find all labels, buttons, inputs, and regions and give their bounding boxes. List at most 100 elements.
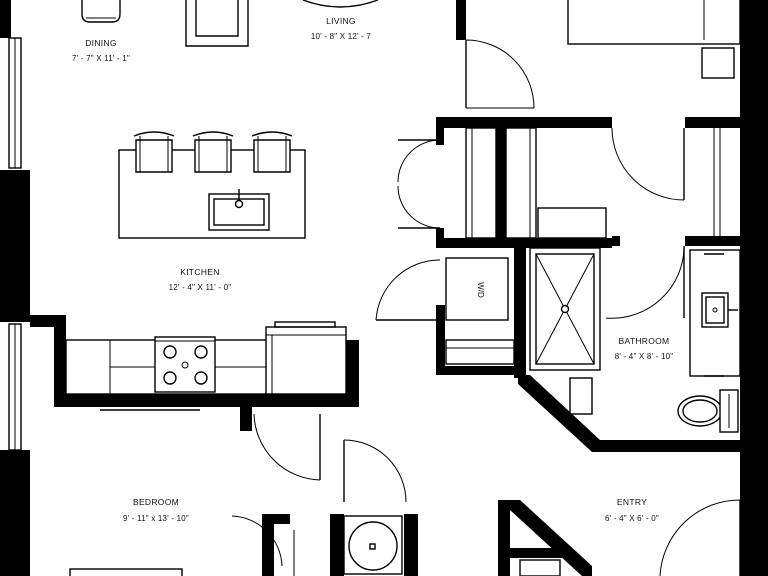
hall-left-post: [436, 117, 444, 145]
water-heater: [343, 515, 403, 575]
dining-label: DINING: [85, 38, 117, 48]
burner-1: [163, 345, 177, 359]
bathroom-label: BATHROOM: [619, 336, 670, 346]
entry-closet-wall: [510, 548, 570, 558]
bedroom-dresser: [69, 568, 183, 576]
washer-dryer: W/D: [445, 257, 515, 365]
kitchen-dims: 12' - 4" X 11' - 0": [169, 283, 232, 292]
left-exterior-wall-mid: [0, 170, 30, 322]
door-swing-upper-bedroom: [465, 39, 535, 109]
bar-stool-2: [192, 131, 234, 173]
kitchen-back-wall-left: [54, 315, 66, 407]
entry-label: ENTRY: [617, 497, 647, 507]
laundry-shelf: [445, 339, 515, 365]
lower-area: [69, 500, 592, 576]
closet-divider: [496, 128, 506, 240]
stool-2-seat: [194, 139, 232, 173]
bedroom-closet-wall-top: [262, 514, 290, 524]
closets: [465, 127, 721, 239]
stool-3-back: [251, 131, 293, 137]
vanity-drain: [712, 307, 718, 313]
wd-right-wall: [514, 248, 526, 378]
washer-dryer-label: W/D: [476, 282, 485, 298]
bath-shelf: [569, 377, 593, 415]
bedroom-label: BEDROOM: [133, 497, 179, 507]
door-swing-closet-1: [397, 139, 441, 183]
door-swing-bedroom: [253, 413, 321, 481]
stove-body: [154, 336, 216, 393]
hall-top-wall: [440, 117, 612, 128]
vanity-counter: [689, 249, 741, 377]
laundry-bottom-wall: [436, 366, 526, 375]
bathroom-fixtures: [529, 247, 741, 433]
water-heater-valve: [369, 543, 376, 550]
entry-diagonal-wall: [510, 500, 592, 576]
burner-3: [163, 371, 177, 385]
living-label: LIVING: [326, 16, 356, 26]
dining-dims: 7' - 7" X 11' - 1": [72, 54, 130, 63]
bedroom-closet-wall-left: [262, 514, 274, 576]
left-exterior-wall-bottom: [0, 450, 30, 576]
fridge-handle: [274, 321, 336, 328]
bedroom-dims: 9' - 11" x 13' - 10": [123, 514, 189, 523]
bathroom-shower-top: [612, 236, 620, 246]
water-heater-box: [343, 515, 403, 575]
entry-dims: 6' - 4" X 6' - 0": [605, 514, 659, 523]
kitchen-left-wall: [30, 315, 54, 327]
living-dims: 10' - 8" X 12' - 7: [311, 32, 372, 41]
room-labels: DINING 7' - 7" X 11' - 1" LIVING 10' - 8…: [72, 16, 673, 523]
shower: [529, 247, 601, 371]
doors: [231, 39, 741, 576]
bedroom-divider-stub: [240, 407, 252, 431]
living-right-wall: [456, 0, 466, 40]
stove: [154, 336, 216, 393]
shower-inner: [535, 253, 595, 365]
water-heater-tank: [348, 521, 398, 571]
closet-shelf-left: [465, 127, 497, 239]
hall-left-post-2: [436, 228, 444, 242]
stool-3-seat: [253, 139, 291, 173]
bathroom-top-wall: [685, 236, 745, 246]
stool-1-back: [133, 131, 175, 137]
door-swing-bedroom-closet: [343, 439, 407, 503]
burner-center: [181, 361, 189, 369]
kitchen-label: KITCHEN: [180, 267, 219, 277]
left-exterior-wall-top: [0, 0, 11, 38]
washer-dryer-box: [445, 257, 509, 321]
bathroom-diagonal-wall: [518, 375, 745, 452]
shower-drain: [560, 304, 570, 314]
closet-shelf-right: [505, 127, 537, 239]
armchair-seat: [195, 0, 239, 37]
laundry-left-wall: [436, 305, 445, 375]
living-furniture: [185, 0, 379, 47]
dining-furniture: [81, 0, 121, 23]
door-swing-upper-closet: [611, 127, 685, 201]
bar-stool-3: [251, 131, 293, 173]
stool-1-seat: [135, 139, 173, 173]
armchair: [185, 0, 249, 47]
bathroom-dims: 8' - 4" X 8' - 10": [615, 352, 674, 361]
bedroom-closet-wall-mid: [330, 514, 344, 576]
dining-chair: [81, 0, 121, 23]
sink-basin: [213, 198, 265, 226]
bedroom-closet-wall-right: [404, 514, 418, 576]
windows: [8, 37, 22, 451]
closet-bottom-wall: [436, 238, 612, 248]
entry-wall-left: [498, 500, 510, 576]
vanity-sink-inner: [705, 296, 725, 324]
door-swing-entry: [659, 499, 741, 576]
stool-2-back: [192, 131, 234, 137]
door-swing-laundry: [375, 259, 441, 321]
bar-stool-1: [133, 131, 175, 173]
kitchen-counter: [65, 321, 347, 411]
kitchen-bottom-wall: [54, 394, 359, 407]
hall-top-wall-right: [685, 117, 745, 128]
door-swing-closet-2: [397, 185, 441, 229]
bed: [567, 0, 741, 45]
fridge-body: [265, 326, 347, 395]
toilet: [677, 389, 739, 433]
burner-4: [194, 371, 208, 385]
kitchen-sink: [208, 189, 270, 231]
kitchen-island: [118, 131, 306, 239]
